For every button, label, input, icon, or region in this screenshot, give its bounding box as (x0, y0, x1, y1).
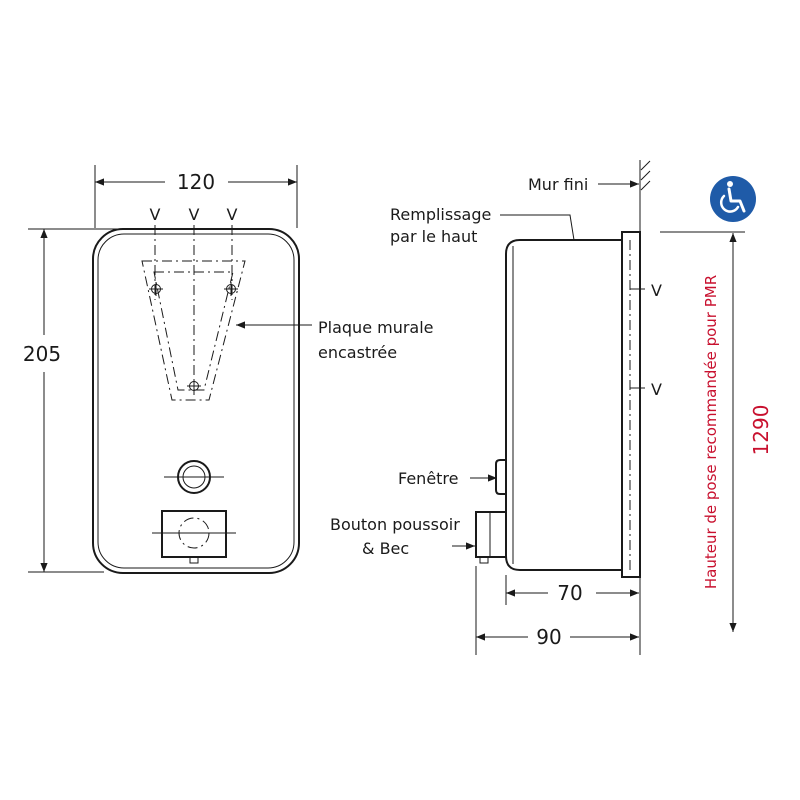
plate-label-line1: Plaque murale (318, 318, 434, 337)
screw-hole-bottom (187, 379, 201, 393)
wall-plate (141, 260, 246, 401)
wall-plate-inner (153, 271, 234, 391)
wheelchair-accessibility-icon (710, 176, 756, 222)
side-view: Mur fini Remplissage par le haut V V Fen… (330, 160, 662, 655)
dispenser-front-inner-edge (97, 233, 295, 569)
v-mark-front-center: V (189, 205, 200, 224)
wall-label: Mur fini (528, 175, 588, 194)
pmr-height-value: 1290 (749, 405, 773, 456)
dispenser-front-body (92, 228, 300, 574)
v-mark-front-left: V (150, 205, 161, 224)
push-button-side-face (475, 511, 491, 558)
fill-callout-line (500, 214, 575, 241)
depth-total-label: 90 (536, 625, 561, 649)
spout-side (479, 556, 489, 564)
fill-label-line1: Remplissage (390, 205, 491, 224)
pmr-height-caption: Hauteur de pose recommandée pour PMR (702, 275, 720, 589)
fill-label-line2: par le haut (390, 227, 477, 246)
pmr-height-block: 1290 Hauteur de pose recommandée pour PM… (660, 176, 773, 632)
v-mark-side-bottom: V (651, 380, 662, 399)
plate-label-line2: encastrée (318, 343, 397, 362)
window-bump-side (495, 459, 506, 495)
dispenser-side-body (505, 239, 622, 571)
v-mark-front-right: V (227, 205, 238, 224)
push-button-side (475, 511, 507, 558)
front-view: 120 205 V V V (23, 165, 434, 574)
wall-plate-outer (141, 260, 246, 401)
level-window (164, 460, 224, 494)
screw-hole-left (149, 282, 163, 296)
wall-flange (621, 231, 641, 578)
wall-hatch (640, 160, 651, 191)
button-label-line1: Bouton poussoir (330, 515, 460, 534)
height-label: 205 (23, 342, 61, 366)
width-label: 120 (177, 170, 215, 194)
button-label-line2: & Bec (362, 539, 409, 558)
window-label: Fenêtre (398, 469, 459, 488)
v-mark-side-top: V (651, 281, 662, 300)
depth-body-label: 70 (557, 581, 582, 605)
screw-hole-right (224, 282, 238, 296)
push-button-front (152, 510, 236, 564)
